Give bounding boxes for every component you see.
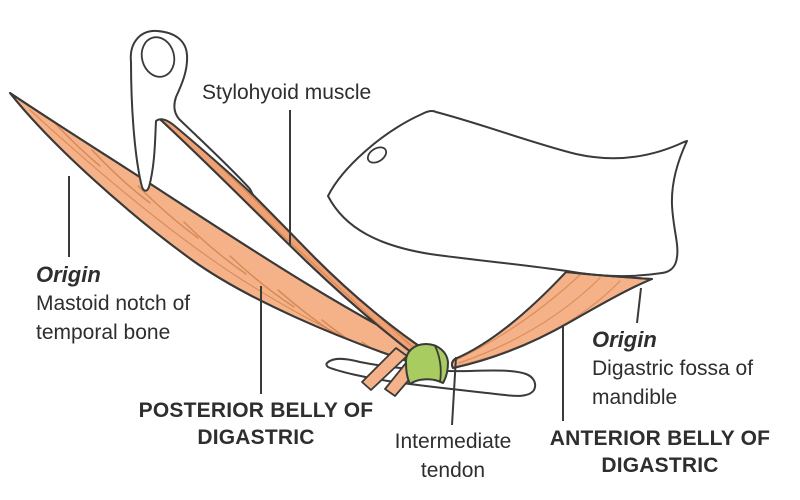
origin-left-title: Origin — [36, 262, 101, 287]
intermediate-tendon-line1: Intermediate — [394, 430, 512, 453]
label-intermediate-tendon: Intermediate tendon — [388, 427, 518, 485]
origin-left-line2: temporal bone — [36, 321, 171, 344]
origin-right-title: Origin — [592, 327, 657, 352]
posterior-belly-line1: POSTERIOR BELLY OF — [138, 399, 374, 422]
mental-foramen — [366, 146, 388, 164]
label-stylohyoid-muscle: Stylohyoid muscle — [202, 81, 372, 104]
anterior-belly-line2: DIGASTRIC — [601, 454, 719, 477]
anterior-belly-line1: ANTERIOR BELLY OF — [549, 427, 771, 450]
temporal-bone — [129, 29, 254, 196]
posterior-belly-line2: DIGASTRIC — [197, 426, 315, 449]
label-posterior-belly: POSTERIOR BELLY OF DIGASTRIC — [130, 397, 382, 451]
origin-right-line2: mandible — [592, 386, 678, 409]
intermediate-tendon-loop — [404, 343, 449, 385]
label-origin-mastoid: Origin Mastoid notch of temporal bone — [36, 261, 190, 347]
label-anterior-belly: ANTERIOR BELLY OF DIGASTRIC — [545, 425, 775, 479]
intermediate-tendon-leader-line — [451, 356, 457, 426]
origin-right-leader-line — [636, 287, 642, 324]
origin-left-line1: Mastoid notch of — [36, 292, 191, 315]
mastoid-contour — [140, 36, 176, 78]
intermediate-tendon-line2: tendon — [420, 459, 486, 482]
label-origin-digastric-fossa: Origin Digastric fossa of mandible — [592, 326, 753, 412]
origin-right-line1: Digastric fossa of — [592, 357, 754, 380]
mandible-bone — [327, 109, 688, 278]
